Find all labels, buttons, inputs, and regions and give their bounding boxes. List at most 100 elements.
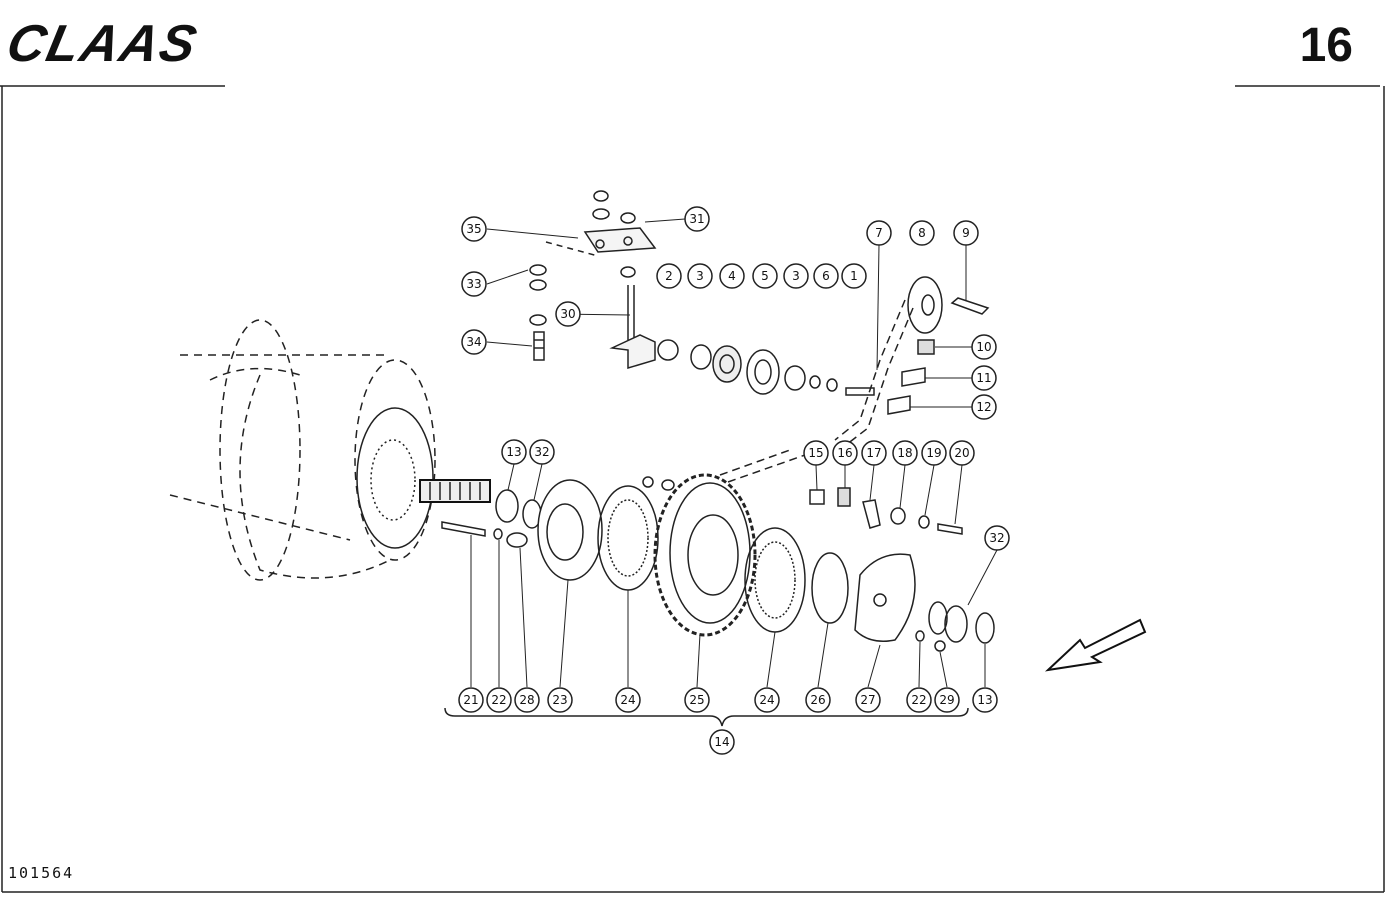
callout-circle [971,365,997,391]
part-callout: 19 [921,440,947,466]
leader-line [817,622,829,688]
callout-number: 19 [926,446,941,460]
part-callout: 13 [501,439,527,465]
callout-circle [752,263,778,289]
leader-line [766,631,776,688]
callout-circle [953,220,979,246]
callout-circle [971,394,997,420]
callout-number: 3 [696,269,704,283]
callout-number: 10 [976,340,991,354]
callout-number: 17 [866,446,881,460]
callout-number: 16 [837,446,852,460]
callout-circle [971,334,997,360]
rotor-drum [169,319,436,581]
leader-line [939,651,948,688]
part-callout: 11 [971,365,997,391]
callout-number: 23 [552,693,567,707]
callout-circle [461,329,487,355]
callout-number: 8 [918,226,926,240]
callout-circle [906,687,932,713]
page-number: 16 [1299,19,1353,72]
leader-line [644,218,686,223]
part-callout: 15 [803,440,829,466]
leader-line [899,464,906,509]
leader-line [486,341,533,347]
leader-line [954,464,963,525]
part-callout: 16 [832,440,858,466]
callout-circle [909,220,935,246]
callout-circle [709,729,735,755]
callout-circle [841,263,867,289]
callout-number: 33 [466,277,481,291]
part-callout: 12 [971,394,997,420]
callout-number: 31 [689,212,704,226]
part-callout: 28 [514,687,540,713]
callout-circle [921,440,947,466]
part-callout: 18 [892,440,918,466]
leader-line [967,549,998,606]
document-code: 101564 [8,864,75,882]
callout-circle [803,440,829,466]
leader-line [519,547,528,688]
part-callout: 21 [458,687,484,713]
callout-circle [684,206,710,232]
callout-number: 13 [977,693,992,707]
direction-arrow [1044,618,1147,672]
part-callout: 10 [971,334,997,360]
leader-line [533,463,543,501]
part-callout: 22 [906,687,932,713]
callout-circle [719,263,745,289]
callout-circle [486,687,512,713]
callout-number: 24 [759,693,774,707]
part-callout: 7 [866,220,892,246]
callout-circle [615,687,641,713]
callout-circle [684,687,710,713]
part-callout: 32 [984,525,1010,551]
callout-number: 30 [560,307,575,321]
callout-circle [892,440,918,466]
callout-circle [461,271,487,297]
callout-circle [934,687,960,713]
leader-line [507,463,515,491]
callout-circle [501,439,527,465]
callout-number: 35 [466,222,481,236]
leader-line [486,269,529,285]
callout-circle [754,687,780,713]
part-callout: 24 [615,687,641,713]
part-callout: 8 [909,220,935,246]
leader-line [486,228,579,239]
part-callout: 24 [754,687,780,713]
part-callout: 3 [783,263,809,289]
leader-line [867,644,881,688]
callout-circle [813,263,839,289]
callout-circle [547,687,573,713]
callout-number: 9 [962,226,970,240]
callout-circle [783,263,809,289]
callout-circle [529,439,555,465]
part-callout: 20 [949,440,975,466]
callout-circle [972,687,998,713]
callout-number: 25 [689,693,704,707]
callout-number: 32 [989,531,1004,545]
callout-circle [832,440,858,466]
callout-number: 28 [519,693,534,707]
callout-circle [855,687,881,713]
callout-circle [805,687,831,713]
leader-lines [470,218,998,688]
part-callout: 2 [656,263,682,289]
callout-circle [687,263,713,289]
leader-line [924,464,935,516]
callout-number: 34 [466,335,481,349]
part-callout: 9 [953,220,979,246]
part-callout: 3 [687,263,713,289]
callout-number: 27 [860,693,875,707]
part-callout: 1 [841,263,867,289]
callout-number: 2 [665,269,673,283]
callout-number: 22 [491,693,506,707]
part-callout: 34 [461,329,487,355]
drum-hub [356,407,491,549]
part-callout: 33 [461,271,487,297]
